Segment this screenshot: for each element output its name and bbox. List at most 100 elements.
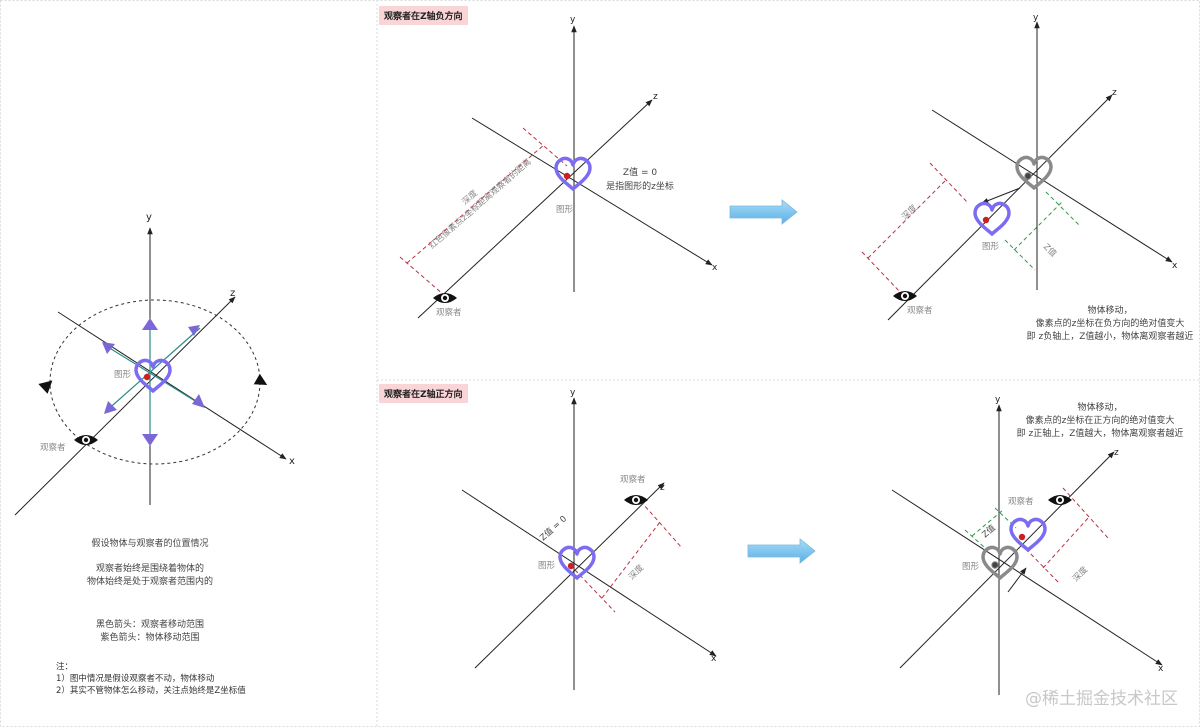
observer-label: 观察者 xyxy=(907,305,933,316)
left-notes: 注： 1）图中情况是假设观察者不动，物体移动 2）其实不管物体怎么移动，关注点始… xyxy=(56,661,246,697)
left-diagram: y z x 图形 观察者 xyxy=(14,212,295,516)
x-axis xyxy=(891,489,1163,666)
red-pixel-dot xyxy=(1018,533,1026,541)
bottom-desc-line3: 即 z正轴上，Z值越大，物体离观察者越近 xyxy=(1016,429,1184,439)
red-pixel-dot xyxy=(982,216,990,224)
z-axis xyxy=(899,451,1115,669)
depth-line xyxy=(601,521,661,599)
z-axis xyxy=(14,296,236,516)
z-label: z xyxy=(230,288,235,299)
depth-description: 红色像素点z坐标距离观察者的距离 xyxy=(427,156,534,251)
depth-tick-near xyxy=(399,256,445,296)
bottom-left-diagram: y z x 图形 观察者 Z值 = 0 深度 xyxy=(461,388,717,690)
x-axis xyxy=(461,489,717,657)
purple-arrow-z-pos xyxy=(188,325,200,336)
depth-tick-near xyxy=(1025,548,1061,585)
red-pixel-dot xyxy=(563,172,571,180)
observer-label: 观察者 xyxy=(40,442,66,453)
x-axis xyxy=(931,109,1173,263)
x-label: x xyxy=(712,263,718,273)
transition-arrow-bottom xyxy=(747,538,816,564)
z-value-label: Z值 = 0 xyxy=(623,166,657,178)
y-label: y xyxy=(146,212,152,223)
transition-arrow-top xyxy=(729,199,798,225)
top-desc-line1: 物体移动， xyxy=(1087,306,1133,316)
bottom-desc-block: 物体移动， 像素点的z坐标在正方向的绝对值变大 即 z正轴上，Z值越大，物体离观… xyxy=(1005,402,1195,441)
top-desc-line2: 像素点的z坐标在负方向的绝对值变大 xyxy=(1035,319,1185,329)
x-axis xyxy=(57,311,287,460)
depth-line xyxy=(406,143,546,264)
eye-icon xyxy=(624,495,648,505)
black-arrow-right xyxy=(253,373,268,385)
gray-pixel-dot xyxy=(991,561,999,569)
left-desc-line3: 物体始终是处于观察者范围内的 xyxy=(86,577,213,587)
top-panel-title: 观察者在Z轴负方向 xyxy=(379,6,468,25)
depth-label: 深度 xyxy=(899,202,919,222)
z-axis xyxy=(887,94,1113,321)
purple-arrow-up xyxy=(142,318,158,330)
left-desc-line5: 紫色箭头：物体移动范围 xyxy=(100,633,200,643)
observer-label: 观察者 xyxy=(1008,496,1034,507)
depth-tick-far xyxy=(1062,487,1109,539)
move-line-z xyxy=(104,327,201,413)
depth-tick-far xyxy=(522,127,568,167)
y-label: y xyxy=(1033,13,1039,23)
top-left-diagram: y z x 图形 观察者 深度 红色像素点z坐标距离观察者的距离 Z值 = 0 … xyxy=(399,15,718,319)
top-right-diagram: y z x 图形 观察者 深度 Z值 xyxy=(861,13,1178,321)
bottom-right-diagram: y z x 图形 观察者 Z值 深度 xyxy=(891,395,1164,695)
depth-tick-far xyxy=(635,495,683,549)
observer-label: 观察者 xyxy=(620,474,646,485)
depth-label: 深度 xyxy=(626,562,646,582)
figure-label: 图形 xyxy=(962,562,980,572)
depth-tick-near xyxy=(574,569,616,613)
z-axis xyxy=(474,482,665,669)
depth-label: 深度 xyxy=(1070,564,1090,584)
move-arrow xyxy=(981,187,1021,204)
y-label: y xyxy=(995,395,1001,405)
watermark: @稀土掘金技术社区 xyxy=(1025,689,1178,709)
note-1: 1）图中情况是假设观察者不动，物体移动 xyxy=(56,674,215,684)
purple-arrow-down xyxy=(142,434,158,446)
depth-line xyxy=(867,179,947,259)
left-desc-block: 假设物体与观察者的位置情况 观察者始终是围绕着物体的 物体始终是处于观察者范围内… xyxy=(60,538,240,645)
zval-label: Z值 = 0 xyxy=(538,513,569,543)
bottom-desc-line1: 物体移动， xyxy=(1077,403,1123,413)
red-pixel-dot xyxy=(567,562,575,570)
eye-icon xyxy=(433,293,457,303)
heart-icon xyxy=(1009,517,1047,552)
note-title: 注： xyxy=(56,662,74,672)
depth-tick-near xyxy=(861,251,901,293)
figure-label: 图形 xyxy=(556,205,574,215)
x-label: x xyxy=(289,456,295,467)
x-label: x xyxy=(711,654,717,664)
top-desc-block: 物体移动， 像素点的z坐标在负方向的绝对值变大 即 z负轴上，Z值越小，物体离观… xyxy=(1015,305,1200,344)
eye-icon xyxy=(1048,495,1072,505)
y-label: y xyxy=(570,15,576,25)
z-value-desc: 是指图形的z坐标 xyxy=(606,180,674,192)
eye-icon xyxy=(893,291,917,301)
purple-arrow-z-neg xyxy=(104,401,117,414)
z-axis xyxy=(417,99,653,319)
figure-label: 图形 xyxy=(982,242,1000,252)
move-line-x xyxy=(102,343,201,405)
depth-line xyxy=(1042,516,1090,569)
gray-pixel-dot xyxy=(1024,172,1032,180)
bottom-panel-title: 观察者在Z轴正方向 xyxy=(379,384,468,403)
red-pixel-dot xyxy=(143,373,151,381)
zval-tick-far xyxy=(1045,191,1081,227)
zval-line xyxy=(1013,200,1064,251)
purple-arrow-x-neg xyxy=(102,342,115,354)
purple-arrow-x-pos xyxy=(192,394,205,408)
y-label: y xyxy=(570,388,576,398)
z-label: z xyxy=(1114,448,1119,458)
z-label: z xyxy=(660,483,665,493)
zval-tick-near xyxy=(1004,239,1036,271)
left-desc-line4: 黑色箭头：观察者移动范围 xyxy=(95,620,204,630)
figure-label: 图形 xyxy=(114,370,132,380)
x-axis xyxy=(471,117,713,266)
left-desc-line1: 假设物体与观察者的位置情况 xyxy=(91,539,209,549)
left-desc-line2: 观察者始终是围绕着物体的 xyxy=(95,564,204,574)
zval-label: Z值 xyxy=(1041,241,1059,259)
move-arrow xyxy=(1007,567,1027,593)
